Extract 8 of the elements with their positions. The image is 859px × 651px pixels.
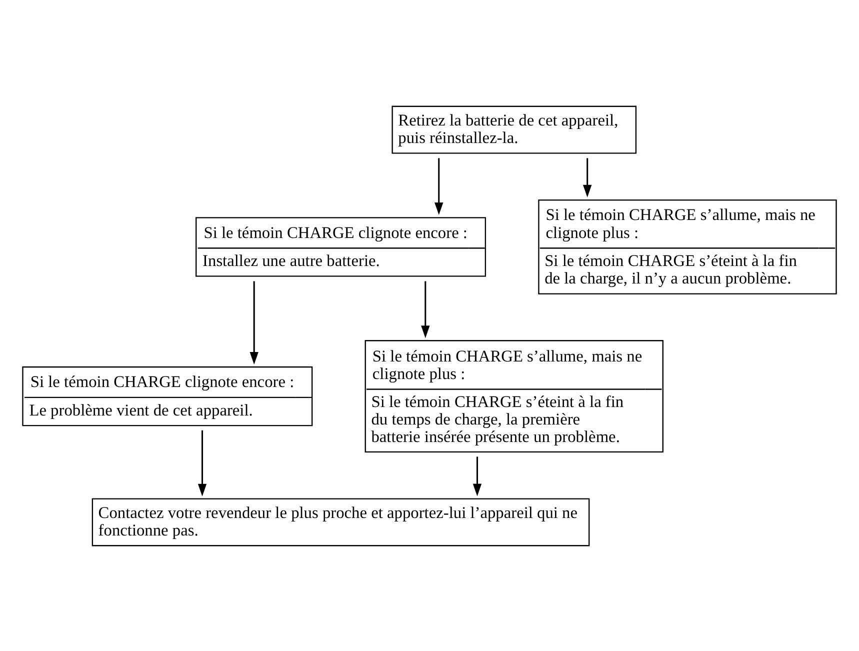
arrow	[250, 280, 258, 364]
arrow	[582, 158, 592, 197]
arrow	[434, 158, 444, 214]
arrow	[421, 280, 430, 338]
node-box: Retirez la batterie de cet appareil, puis réinstallez-la.	[392, 105, 637, 154]
node-box: Contactez votre revendeur le plus proche et apportez-lui l’appareil qui ne fonctionne pas.	[92, 498, 590, 546]
arrow	[472, 456, 482, 496]
arrow	[198, 430, 207, 496]
